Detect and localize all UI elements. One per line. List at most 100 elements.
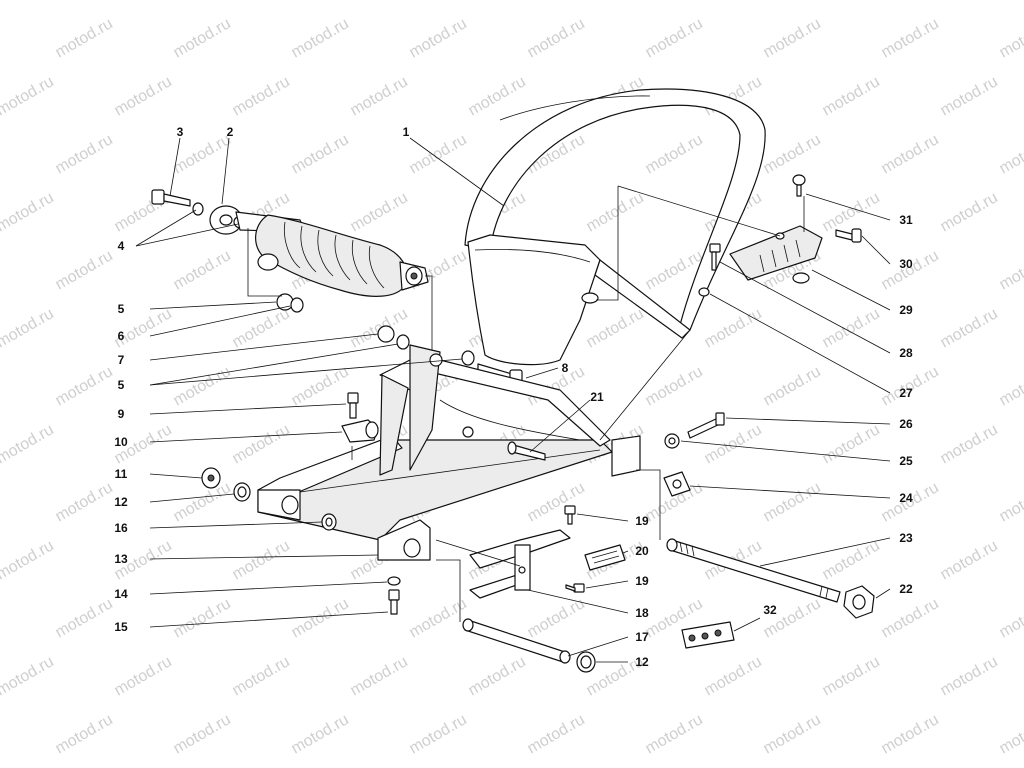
callout-27: 27 xyxy=(899,386,913,400)
watermark-text: motod.ru xyxy=(820,305,883,351)
callout-4: 4 xyxy=(118,239,125,253)
watermark-text: motod.ru xyxy=(702,305,765,351)
watermark-text: motod.ru xyxy=(407,15,470,61)
mudguard-part xyxy=(464,88,766,366)
watermark-text: motod.ru xyxy=(0,189,57,235)
watermark-text: motod.ru xyxy=(230,73,293,119)
watermark-text: motod.ru xyxy=(230,0,293,3)
callout-26: 26 xyxy=(899,417,913,431)
watermark-text: motod.ru xyxy=(171,363,234,409)
watermark-text: motod.ru xyxy=(820,189,883,235)
callout-5-a: 5 xyxy=(118,302,125,316)
watermark-text: motod.ru xyxy=(230,421,293,467)
watermark-text: motod.ru xyxy=(171,479,234,525)
watermark-text: motod.ru xyxy=(761,479,824,525)
callout-2: 2 xyxy=(227,125,234,139)
watermark-text: motod.ru xyxy=(879,711,942,757)
callout-1: 1 xyxy=(403,125,410,139)
bolt-3-part xyxy=(151,189,204,216)
watermark-text: motod.ru xyxy=(938,653,1001,699)
callout-25: 25 xyxy=(899,454,913,468)
watermark-text: motod.ru xyxy=(112,0,175,3)
watermark-text: motod.ru xyxy=(702,653,765,699)
watermark-text: motod.ru xyxy=(938,0,1001,3)
watermark-text: motod.ru xyxy=(466,73,529,119)
pin-21-part xyxy=(507,441,546,461)
watermark-text: motod.ru xyxy=(643,131,706,177)
watermark-text: motod.ru xyxy=(997,595,1024,641)
callout-6: 6 xyxy=(118,329,125,343)
callout-12-a: 12 xyxy=(114,495,128,509)
watermark-text: motod.ru xyxy=(0,537,57,583)
callout-29: 29 xyxy=(899,303,913,317)
watermark-text: motod.ru xyxy=(584,305,647,351)
watermark-text: motod.ru xyxy=(53,479,116,525)
callout-10: 10 xyxy=(114,435,128,449)
watermark-text: motod.ru xyxy=(0,0,57,3)
watermark-text: motod.ru xyxy=(348,653,411,699)
watermark-text: motod.ru xyxy=(820,421,883,467)
watermark-text: motod.ru xyxy=(938,73,1001,119)
watermark-text: motod.ru xyxy=(938,189,1001,235)
watermark-text: motod.ru xyxy=(584,189,647,235)
fitting-9-10-part xyxy=(341,392,379,443)
watermark-text: motod.ru xyxy=(230,653,293,699)
watermark-text: motod.ru xyxy=(643,363,706,409)
watermark-text: motod.ru xyxy=(820,537,883,583)
watermark-text: motod.ru xyxy=(289,595,352,641)
callout-19-a: 19 xyxy=(635,514,649,528)
bolt-26-25-part xyxy=(664,412,725,449)
watermark-text: motod.ru xyxy=(997,711,1024,757)
watermark-text: motod.ru xyxy=(761,363,824,409)
watermark-text: motod.ru xyxy=(820,653,883,699)
watermark-text: motod.ru xyxy=(938,305,1001,351)
watermark-text: motod.ru xyxy=(0,421,57,467)
watermark-text: motod.ru xyxy=(879,15,942,61)
watermark-text: motod.ru xyxy=(525,595,588,641)
screw-28-27-part xyxy=(698,243,721,297)
watermark-text: motod.ru xyxy=(938,421,1001,467)
watermark-text: motod.ru xyxy=(584,0,647,3)
callout-31: 31 xyxy=(899,213,913,227)
watermark-text: motod.ru xyxy=(997,131,1024,177)
watermark-text: motod.ru xyxy=(997,479,1024,525)
callout-11: 11 xyxy=(115,467,128,481)
callout-15: 15 xyxy=(114,620,128,634)
callout-8: 8 xyxy=(562,361,569,375)
callout-22: 22 xyxy=(899,582,913,596)
washer-16-part xyxy=(321,513,337,531)
watermark-text: motod.ru xyxy=(466,0,529,3)
watermark-text: motod.ru xyxy=(761,711,824,757)
watermark-text: motod.ru xyxy=(53,131,116,177)
watermark-text: motod.ru xyxy=(525,479,588,525)
watermark-text: motod.ru xyxy=(761,15,824,61)
callout-23: 23 xyxy=(899,531,913,545)
watermark-text: motod.ru xyxy=(0,73,57,119)
watermark-text: motod.ru xyxy=(643,15,706,61)
callout-24: 24 xyxy=(899,491,913,505)
leader-lines xyxy=(135,137,891,663)
watermark-text: motod.ru xyxy=(820,0,883,3)
watermark-text: motod.ru xyxy=(289,131,352,177)
callout-9: 9 xyxy=(118,407,125,421)
watermark-text: motod.ru xyxy=(171,247,234,293)
callout-13: 13 xyxy=(114,552,128,566)
watermark-text: motod.ru xyxy=(0,653,57,699)
watermark-text: motod.ru xyxy=(53,15,116,61)
nut-22-part xyxy=(843,585,875,619)
callout-32: 32 xyxy=(763,603,777,617)
watermark-text: motod.ru xyxy=(53,711,116,757)
swingarm-part xyxy=(257,344,641,561)
watermark-text: motod.ru xyxy=(112,653,175,699)
callout-19-b: 19 xyxy=(635,574,649,588)
watermark-text: motod.ru xyxy=(348,0,411,3)
ring-12-part xyxy=(576,651,596,673)
chain-link-32-part xyxy=(681,621,735,649)
callout-3: 3 xyxy=(177,125,184,139)
watermark-text: motod.ru xyxy=(702,0,765,3)
watermark-text: motod.ru xyxy=(53,595,116,641)
watermark-text: motod.ru xyxy=(53,247,116,293)
watermark-text: motod.ru xyxy=(289,15,352,61)
watermark-text: motod.ru xyxy=(407,131,470,177)
